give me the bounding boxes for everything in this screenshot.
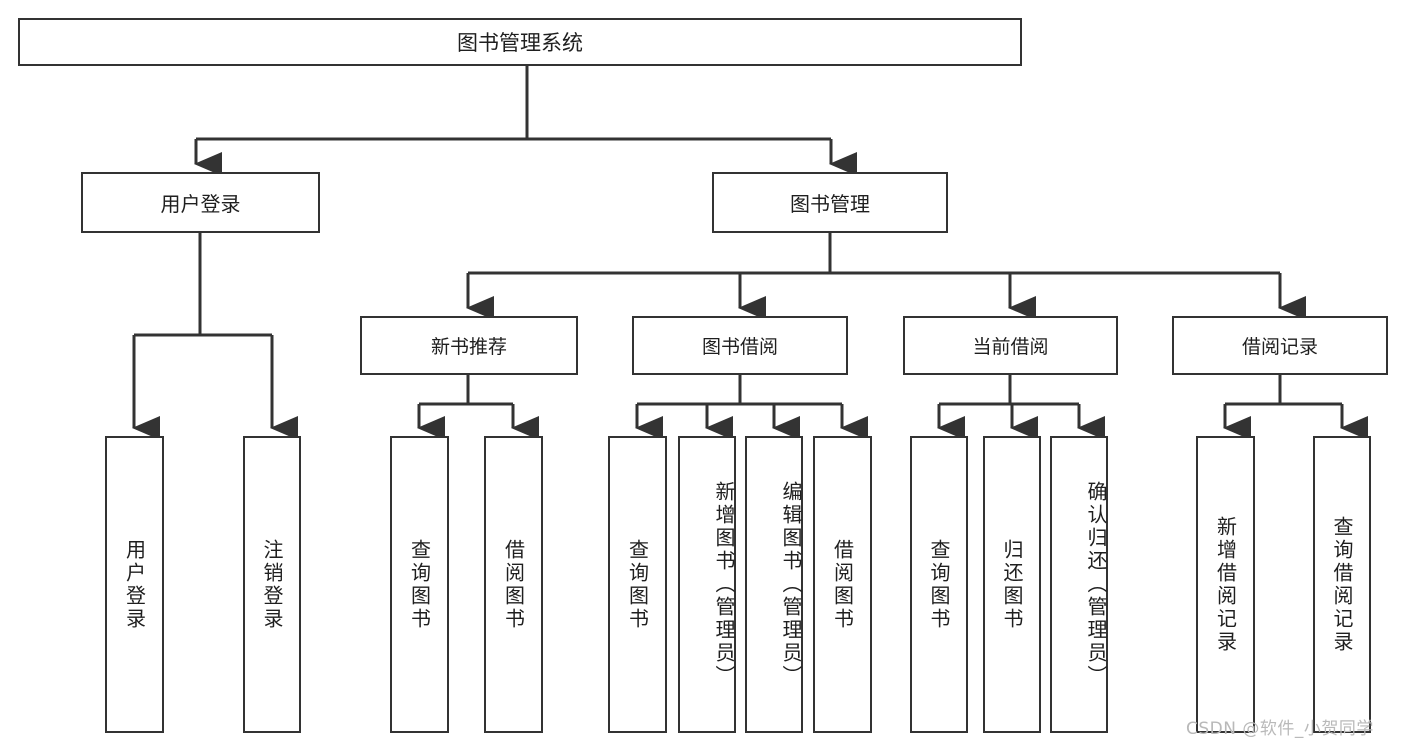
leaf-query-book-newbook[interactable]: 查询图书: [390, 436, 449, 733]
leaf-add-book-admin[interactable]: 新增图书（管理员）: [678, 436, 736, 733]
node-book-management[interactable]: 图书管理: [712, 172, 948, 233]
node-current-borrow[interactable]: 当前借阅: [903, 316, 1118, 375]
node-borrow-record[interactable]: 借阅记录: [1172, 316, 1388, 375]
leaf-user-logout[interactable]: 注销登录: [243, 436, 301, 733]
leaf-confirm-return-admin[interactable]: 确认归还（管理员）: [1050, 436, 1108, 733]
node-root[interactable]: 图书管理系统: [18, 18, 1022, 66]
node-new-book-recommend[interactable]: 新书推荐: [360, 316, 578, 375]
leaf-user-login[interactable]: 用户登录: [105, 436, 164, 733]
leaf-add-borrow-record[interactable]: 新增借阅记录: [1196, 436, 1255, 733]
leaf-query-book-borrow[interactable]: 查询图书: [608, 436, 667, 733]
leaf-return-book[interactable]: 归还图书: [983, 436, 1041, 733]
node-user-login[interactable]: 用户登录: [81, 172, 320, 233]
leaf-borrow-book[interactable]: 借阅图书: [813, 436, 872, 733]
csdn-watermark: CSDN @软件_小贺同学: [1186, 719, 1374, 739]
leaf-query-borrow-record[interactable]: 查询借阅记录: [1313, 436, 1371, 733]
node-book-borrow[interactable]: 图书借阅: [632, 316, 848, 375]
leaf-borrow-book-newbook[interactable]: 借阅图书: [484, 436, 543, 733]
leaf-edit-book-admin[interactable]: 编辑图书（管理员）: [745, 436, 803, 733]
leaf-query-book-current[interactable]: 查询图书: [910, 436, 968, 733]
